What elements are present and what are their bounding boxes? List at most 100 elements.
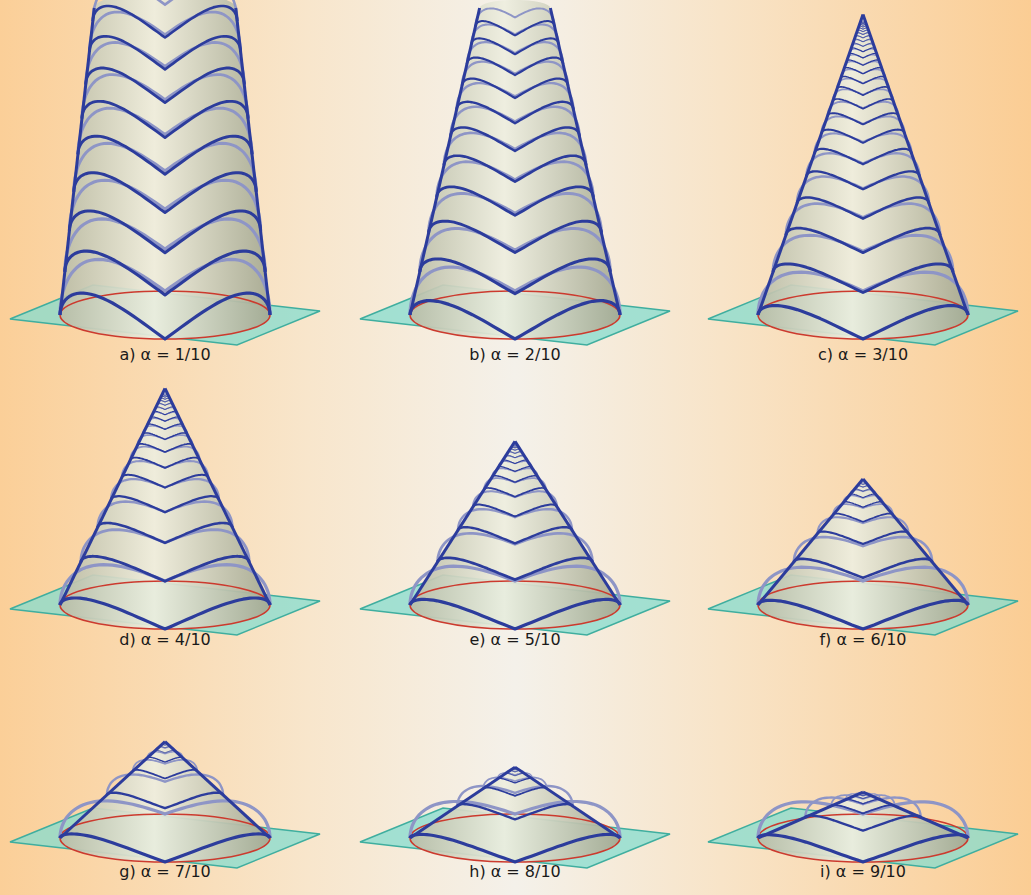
- cone-surface: [758, 479, 968, 629]
- panel-caption: d) α = 4/10: [119, 630, 211, 649]
- cone-surface: [410, 441, 620, 629]
- back-curve: [473, 491, 557, 507]
- front-curve: [86, 68, 245, 103]
- front-curve: [508, 452, 521, 454]
- front-curve: [69, 211, 260, 253]
- back-curve: [74, 143, 256, 191]
- front-curve: [853, 43, 874, 46]
- front-curve: [122, 475, 209, 488]
- cone-edge: [410, 441, 515, 605]
- front-curve: [451, 127, 580, 151]
- cone-edge: [863, 479, 968, 605]
- back-curve: [60, 801, 270, 838]
- back-curve: [467, 42, 563, 64]
- base-circle: [60, 291, 270, 339]
- panel-caption: c) α = 3/10: [818, 345, 908, 364]
- cone-figure: [10, 742, 320, 868]
- front-curve: [503, 460, 528, 464]
- cone-surface: [410, 767, 620, 862]
- back-curve: [458, 509, 572, 530]
- base-circle: [60, 581, 270, 629]
- front-curve: [93, 6, 237, 38]
- base-circle: [758, 581, 968, 629]
- base-circle: [410, 814, 620, 862]
- back-curve: [805, 798, 921, 818]
- back-curve: [438, 533, 593, 562]
- cone-edge: [758, 15, 863, 315]
- back-curve: [69, 180, 260, 231]
- front-curve: [844, 68, 882, 74]
- front-curve: [81, 556, 249, 581]
- front-curve: [156, 407, 174, 410]
- front-curve: [818, 532, 909, 544]
- panel-caption: b) α = 2/10: [469, 345, 561, 364]
- cone-edge: [236, 8, 270, 315]
- back-curve: [86, 43, 245, 85]
- cone-edge: [60, 388, 165, 605]
- front-curve: [846, 799, 881, 804]
- front-curve: [89, 36, 240, 69]
- back-curve: [451, 107, 580, 136]
- cone-edge: [863, 15, 968, 315]
- cone-surface: [60, 0, 270, 339]
- front-curve: [758, 600, 968, 629]
- back-curve: [457, 83, 574, 110]
- front-curve: [98, 523, 233, 543]
- cone-edge: [758, 792, 863, 838]
- cone-surface: [758, 15, 968, 339]
- back-curve: [758, 802, 968, 838]
- front-curve: [484, 488, 546, 497]
- cone-figure: [10, 0, 320, 345]
- cone-edge: [410, 767, 515, 838]
- back-curve: [89, 12, 240, 52]
- front-curve: [498, 778, 533, 783]
- panel-caption: i) α = 9/10: [820, 862, 906, 881]
- front-curve: [851, 48, 875, 52]
- front-curve: [60, 293, 270, 339]
- back-curve: [818, 517, 909, 533]
- front-curve: [473, 505, 557, 517]
- front-curve: [158, 403, 173, 405]
- back-curve: [437, 162, 594, 198]
- cone-figure: [360, 767, 670, 868]
- cone-surface: [60, 742, 270, 862]
- back-curve: [475, 8, 554, 26]
- front-curve: [498, 467, 532, 472]
- cone-figure: [708, 792, 1018, 868]
- cone-figure: [360, 441, 670, 635]
- base-circle: [758, 814, 968, 862]
- back-curve: [60, 259, 270, 315]
- back-curve: [410, 566, 620, 605]
- front-curve: [806, 171, 919, 189]
- back-curve: [758, 567, 968, 605]
- base-circle: [758, 291, 968, 339]
- front-curve: [857, 33, 870, 35]
- front-curve: [133, 770, 197, 779]
- front-curve: [60, 834, 270, 862]
- base-circle: [410, 291, 620, 339]
- cone-surface: [60, 388, 270, 629]
- front-curve: [786, 228, 940, 253]
- front-curve: [506, 455, 524, 458]
- panel-caption: a) α = 1/10: [119, 345, 210, 364]
- panel-caption: h) α = 8/10: [469, 862, 561, 881]
- front-curve: [831, 805, 895, 813]
- back-curve: [65, 219, 265, 272]
- back-curve: [462, 62, 568, 86]
- cone-edge: [410, 8, 480, 315]
- front-curve: [420, 259, 610, 294]
- cone-edge: [165, 388, 270, 605]
- cone-edge: [515, 441, 620, 605]
- front-curve: [65, 251, 265, 295]
- front-curve: [444, 156, 586, 182]
- cone-figure: [10, 388, 320, 635]
- front-curve: [505, 773, 524, 776]
- back-curve: [410, 802, 620, 839]
- front-curve: [773, 264, 953, 293]
- front-curve: [410, 599, 620, 629]
- front-curve: [854, 39, 872, 42]
- front-curve: [833, 99, 894, 109]
- back-curve: [420, 229, 610, 272]
- cone-edge: [758, 479, 863, 605]
